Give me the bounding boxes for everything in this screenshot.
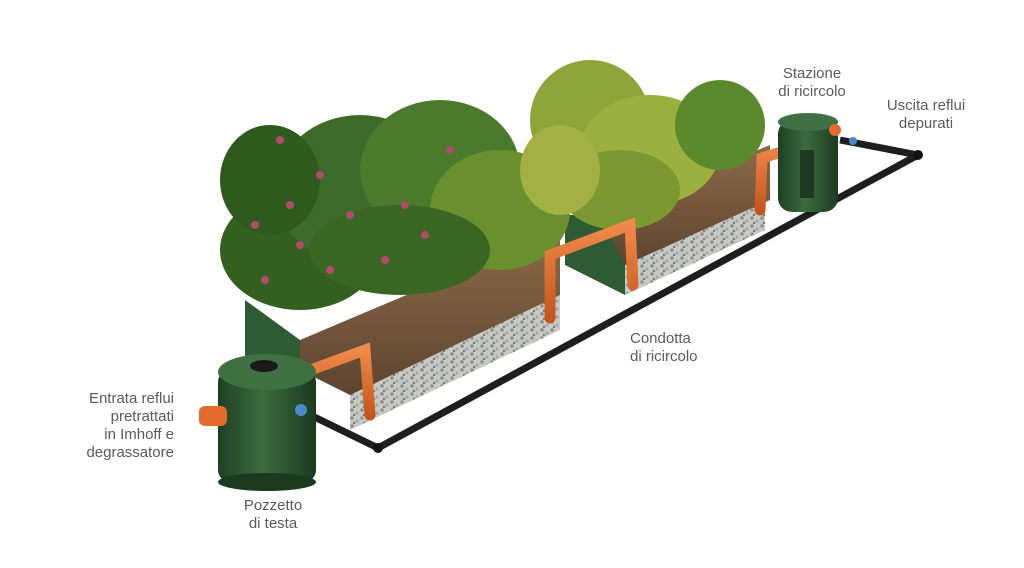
label-inlet-line-3: in Imhoff e [104, 426, 174, 443]
recirculation-station-tank [778, 113, 857, 212]
label-inlet-line-1: Entrata reflui [88, 390, 174, 407]
bed-2-soil-side [600, 145, 770, 265]
head-well-tank [199, 354, 316, 491]
label-recirc-station: Stazione di ricircolo [762, 65, 862, 101]
label-recirc-pipe-line-2: di ricircolo [630, 348, 698, 365]
label-recirc-pipe-line-1: Condotta [630, 330, 691, 347]
label-outlet: Uscita reflui depurati [872, 97, 980, 133]
label-recirc-station-line-1: Stazione [782, 65, 842, 82]
label-outlet-line-2: depurati [898, 115, 954, 132]
label-head-well: Pozzetto di testa [228, 497, 318, 533]
vegetation-bed-2 [520, 60, 765, 230]
bed-1-gravel [350, 290, 560, 430]
label-inlet-line-4: degrassatore [86, 444, 174, 461]
recirculation-pipe [298, 136, 923, 453]
bed-2-gravel [625, 195, 765, 295]
label-head-well-line-1: Pozzetto [243, 497, 303, 514]
label-recirc-station-line-2: di ricircolo [778, 83, 846, 100]
flowers [251, 136, 454, 284]
label-recirc-pipe: Condotta di ricircolo [630, 330, 698, 366]
label-head-well-line-2: di testa [248, 515, 298, 532]
label-inlet: Entrata reflui pretrattati in Imhoff e d… [58, 390, 174, 462]
label-outlet-line-1: Uscita reflui [886, 97, 966, 114]
label-inlet-line-2: pretrattati [110, 408, 174, 425]
